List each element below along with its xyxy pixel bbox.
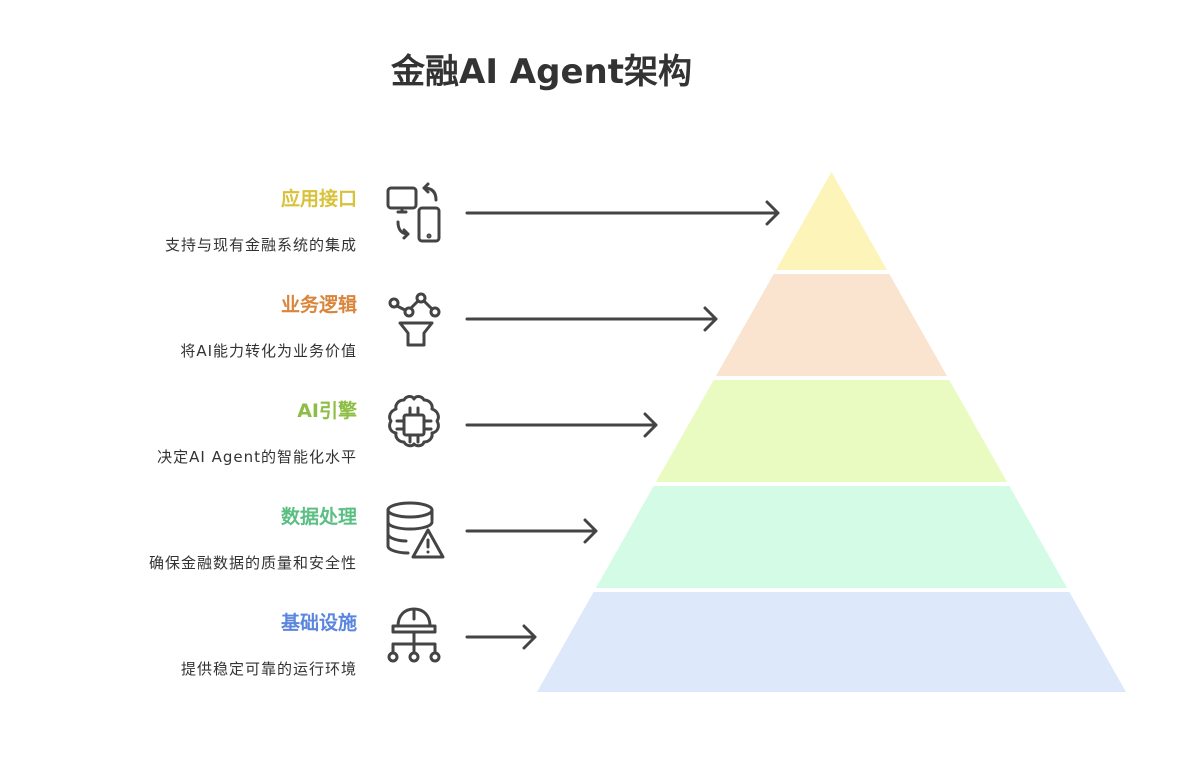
pyramid-layer-0 [775,172,888,270]
arrow-2 [465,412,658,438]
devices-sync-icon [386,182,441,243]
arrow-0 [465,200,780,226]
layer-desc-infra: 提供稳定可靠的运行环境 [180,660,357,678]
pyramid-layer-2 [655,380,1008,482]
page-title: 金融AI Agent架构 [391,52,692,92]
layer-desc-business: 将AI能力转化为业务价值 [180,342,357,360]
funnel-network-icon [388,292,441,347]
database-warning-icon [386,501,445,559]
layer-label-application: 应用接口 [280,188,357,210]
layer-label-business: 业务逻辑 [280,294,357,316]
layer-desc-application: 支持与现有金融系统的集成 [164,236,357,254]
layer-label-infra: 基础设施 [280,612,357,634]
layer-desc-data: 确保金融数据的质量和安全性 [148,554,357,572]
layer-label-ai-engine: AI引擎 [297,400,357,422]
layer-label-data: 数据处理 [280,506,357,528]
arrow-3 [465,518,598,544]
pyramid-layer-1 [715,274,948,376]
pyramid-layer-4 [537,592,1126,692]
arrow-1 [465,306,718,332]
arrow-4 [465,624,537,650]
brain-chip-icon [388,395,440,448]
helmet-network-icon [387,607,441,663]
layer-desc-ai-engine: 决定AI Agent的智能化水平 [157,448,357,466]
pyramid-layer-3 [595,486,1068,588]
